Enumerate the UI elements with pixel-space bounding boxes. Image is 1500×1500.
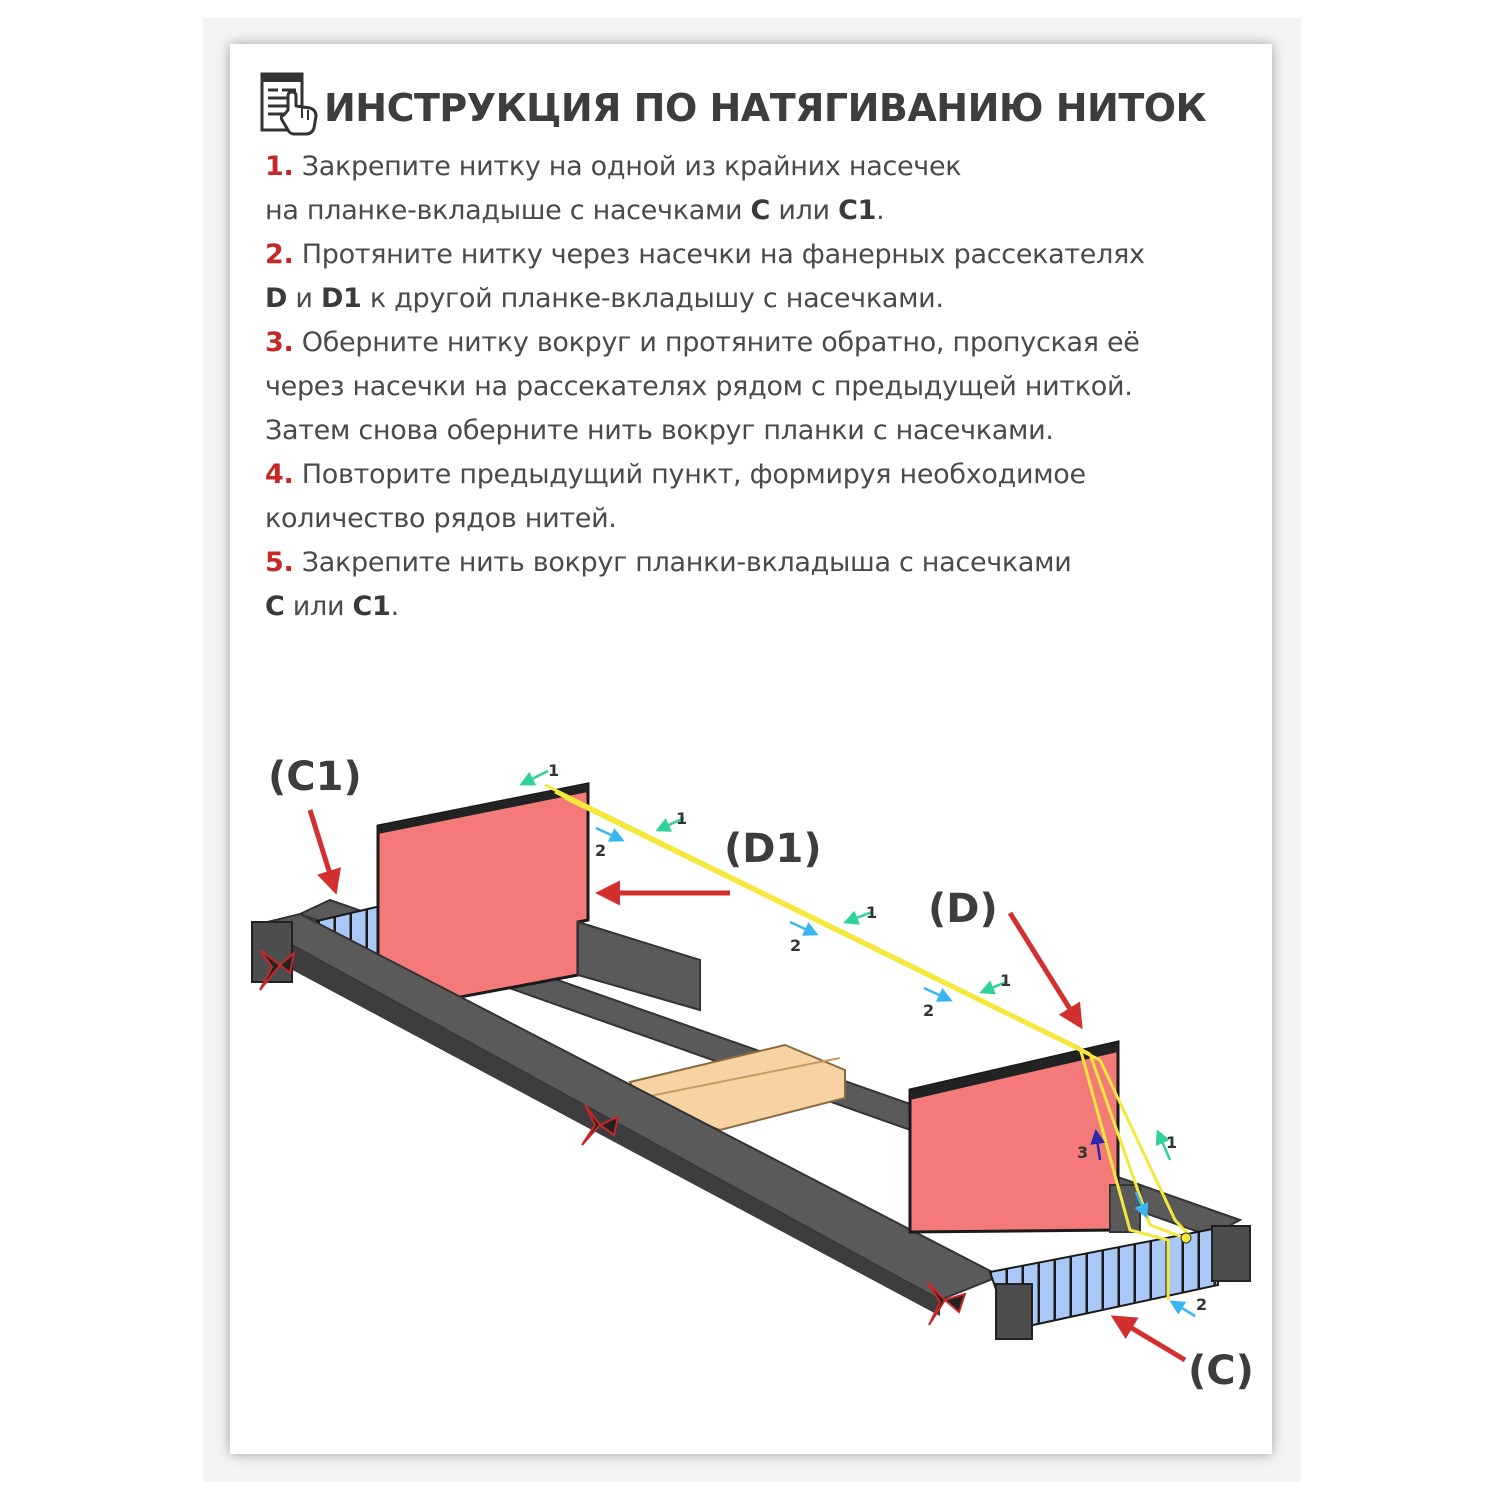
step-number: 2. [265,239,294,270]
step-text: на планке-вкладыше с насечками [265,195,751,226]
header: ИНСТРУКЦИЯ ПО НАТЯГИВАНИЮ НИТОК [258,68,1258,138]
step-1-continued: на планке-вкладыше с насечками С или С1. [265,189,1265,233]
step-4: 4. Повторите предыдущий пункт, формируя … [265,453,1265,497]
step-1: 1. Закрепите нитку на одной из крайних н… [265,145,1265,189]
step-text: или [770,195,839,226]
step-text: Повторите предыдущий пункт, формируя нео… [301,459,1086,490]
step-text: . [390,591,400,622]
label-d1: (D1) [724,826,822,872]
corner-post [995,1283,1033,1340]
threads [544,783,1192,1300]
wing-nut-icon [581,1104,620,1146]
loom-diagram: 1 1 1 1 1 2 2 2 2 3 (C1) (D1) (D) (C) [251,754,1254,1394]
label-c1: С1 [352,591,391,622]
step-3: 3. Оберните нитку вокруг и протяните обр… [265,321,1265,365]
pointer-arrow-c [1110,1315,1187,1363]
corner-post [251,921,293,983]
direction-arrows [519,769,1196,1318]
label-c1: (C1) [268,754,362,800]
step-5-continued: С или С1. [265,585,1265,629]
step-number: 1. [265,151,294,182]
step-4-continued: количество рядов нитей. [265,503,617,534]
step-text: или [284,591,353,622]
marker-2: 2 [595,841,606,860]
page-title: ИНСТРУКЦИЯ ПО НАТЯГИВАНИЮ НИТОК [324,86,1207,130]
label-d: (D) [928,886,998,932]
wing-nut-icon [259,949,296,991]
step-text: Оберните нитку вокруг и протяните обратн… [301,327,1140,358]
step-text: Закрепите нитку на одной из крайних насе… [301,151,962,182]
pointer-arrow-c1 [307,809,341,895]
divider-d [908,1040,1141,1234]
marker-3: 3 [1077,1143,1088,1162]
divider-d1 [376,782,701,1012]
marker-1: 1 [548,761,559,780]
corner-post [1211,1225,1251,1282]
label-c1: С1 [838,195,877,226]
marker-1: 1 [866,903,877,922]
label-c: С [750,195,771,226]
marker-2: 2 [923,1001,934,1020]
label-d1: D1 [320,283,362,314]
step-text: Закрепите нить вокруг планки-вкладыша с … [301,547,1072,578]
step-number: 5. [265,547,294,578]
marker-1: 1 [1000,971,1011,990]
marker-1: 1 [1166,1133,1177,1152]
instruction-document-hand-icon [260,72,318,136]
wing-nut-icon [926,1281,967,1326]
pointer-arrow-d [1007,911,1083,1030]
label-c: С [265,591,285,622]
label-d: D [265,283,288,314]
marker-1: 1 [676,809,687,828]
step-5: 5. Закрепите нить вокруг планки-вкладыша… [265,541,1265,585]
step-number: 4. [265,459,294,490]
marker-2: 2 [790,936,801,955]
step-text: и [287,283,321,314]
step-2: 2. Протяните нитку через насечки на фане… [265,233,1265,277]
step-2-continued: D и D1 к другой планке-вкладышу с насечк… [265,277,1265,321]
marker-2: 2 [1196,1295,1207,1314]
step-number: 3. [265,327,294,358]
steps-list: 1. Закрепите нитку на одной из крайних н… [265,145,1265,629]
step-3-continued: через насечки на рассекателях рядом с пр… [265,371,1133,402]
step-3-continued: Затем снова оберните нить вокруг планки … [265,415,1054,446]
label-c: (C) [1188,1348,1254,1394]
step-text: Протяните нитку через насечки на фанерны… [301,239,1145,270]
step-text: к другой планке-вкладышу с насечками. [361,283,944,314]
step-text: . [876,195,885,226]
